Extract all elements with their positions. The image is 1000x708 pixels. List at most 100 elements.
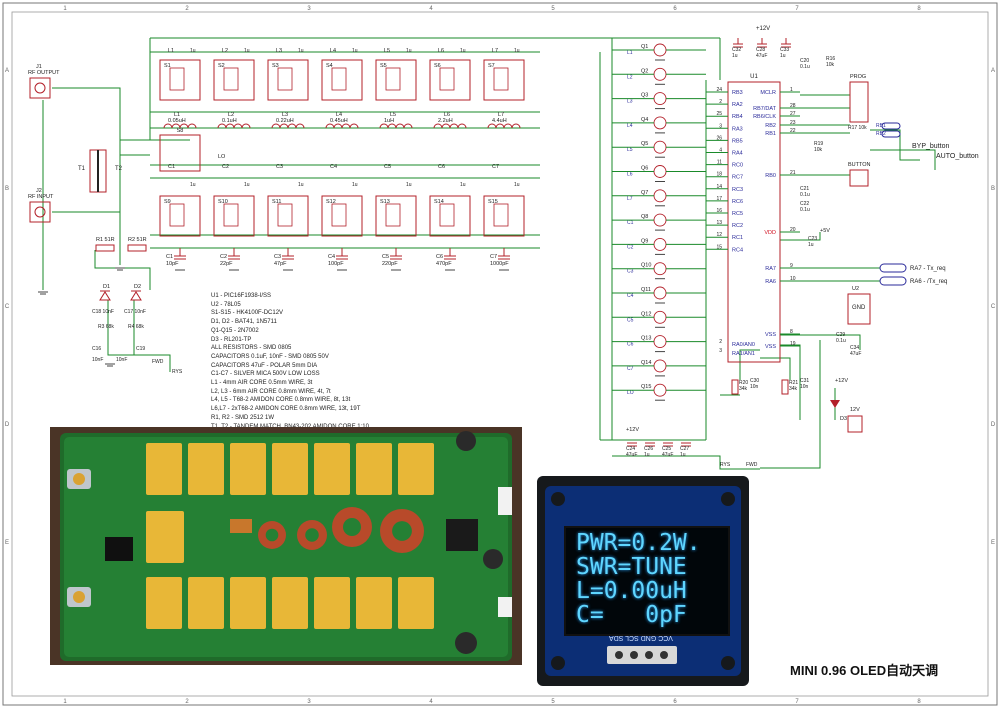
- relay-coil: [439, 203, 455, 227]
- oled-pcb: PWR=0.2W. SWR=TUNE L=0.00uH C= 0pF VCC G…: [545, 486, 741, 676]
- mcu-pin-name: RB5: [732, 138, 743, 144]
- diode-ref: D1: [103, 284, 110, 290]
- relay-photo: [272, 443, 308, 495]
- resistor-label: R3 68k: [98, 324, 114, 330]
- grid-row-label: D: [991, 422, 996, 428]
- capacitor-value: 47pF: [274, 261, 287, 267]
- mcu-pin-name: RA3: [732, 126, 743, 132]
- capacitor-ref: C1: [166, 254, 173, 260]
- inductor-value: 0.45uH: [330, 118, 348, 124]
- inductor-winding: [457, 123, 467, 129]
- resistor-value: 10k: [814, 147, 823, 153]
- line-ref: C1: [168, 164, 175, 170]
- mcu-pin-number: 25: [716, 111, 722, 117]
- mcu-pin-name: RB0: [765, 173, 776, 179]
- mcu-pin-number: 20: [790, 227, 796, 233]
- component-note: D3 - RL201-TP: [211, 336, 252, 343]
- inductor-value: 2.2uH: [438, 118, 453, 124]
- ra7-note: RA7 - Tx_req: [910, 266, 946, 272]
- inductor-ref: L4: [336, 112, 342, 118]
- mcu-pin-number: 16: [716, 208, 722, 214]
- line-ref: C2: [222, 164, 229, 170]
- grid-row-label: E: [5, 540, 9, 546]
- inductor-winding: [271, 123, 281, 129]
- resistor-ref: R21: [789, 380, 798, 386]
- transistor-line-label: C6: [627, 342, 634, 348]
- mcu-pin-name: MCLR: [760, 90, 776, 96]
- net-label: RYS: [720, 462, 731, 468]
- grid-col-label: 8: [917, 699, 921, 705]
- relay-ref: S10: [218, 199, 228, 205]
- inductor-ref: L7: [498, 112, 504, 118]
- mosfet: [653, 359, 667, 373]
- mosfet: [653, 67, 667, 81]
- grid-col-label: 8: [917, 6, 921, 12]
- resistor: [127, 244, 147, 252]
- relay-coil: [223, 67, 239, 91]
- toroid-photo-hole: [265, 528, 279, 542]
- relay: [429, 195, 471, 237]
- transistor-line-label: L3: [627, 99, 633, 105]
- mcu-pin-number: 14: [716, 184, 722, 190]
- inductor-value: 0.1uH: [222, 118, 237, 124]
- relay-ref: S11: [272, 199, 281, 205]
- grid-row-label: A: [991, 68, 995, 74]
- transistor-ref: Q3: [641, 93, 648, 99]
- grid-col-label: 1: [63, 6, 67, 12]
- line-ref: L7: [492, 48, 498, 54]
- mcu-pin-number: 1: [790, 87, 793, 93]
- inductor-winding: [163, 123, 173, 129]
- relay-photo: [272, 577, 308, 629]
- cap-value: 1u: [298, 182, 304, 188]
- toroid-photo-hole: [392, 521, 412, 541]
- grid-col-label: 4: [429, 699, 433, 705]
- capacitor-value: 1000pF: [490, 261, 509, 267]
- transistor-ref: Q4: [641, 117, 648, 123]
- prog-header: [849, 81, 869, 123]
- inductor-winding: [487, 123, 497, 129]
- inductor-ref: L1: [174, 112, 180, 118]
- relay-ref: S13: [380, 199, 390, 205]
- board-illustration: [50, 427, 522, 665]
- rf-connector: [29, 201, 51, 223]
- mosfet: [653, 383, 667, 397]
- relay: [213, 195, 255, 237]
- jumper: [881, 122, 901, 130]
- inductor-winding: [325, 123, 335, 129]
- mosfet: [653, 140, 667, 154]
- mcu-pin-number: 17: [716, 196, 722, 202]
- grid-row-label: B: [5, 186, 9, 192]
- relay: [375, 195, 417, 237]
- oled-swr-line: SWR=TUNE: [576, 554, 687, 580]
- capacitor-value: 10n: [750, 384, 759, 390]
- relay-ref: S6: [434, 63, 441, 69]
- relay: [321, 59, 363, 101]
- transistor-ref: Q1: [641, 44, 648, 50]
- inductor-ref: L5: [390, 112, 396, 118]
- line-ref: C5: [384, 164, 391, 170]
- relay-photo: [356, 577, 392, 629]
- supply-label: +12V: [756, 26, 770, 32]
- mosfet: [653, 310, 667, 324]
- mcu-pin-name: RB6/CLK: [753, 114, 776, 120]
- byp-button-label: BYP_button: [912, 143, 949, 150]
- toroid-photo-hole: [305, 528, 319, 542]
- mcu-pin-name: RB3: [732, 90, 743, 96]
- grid-col-label: 5: [551, 6, 555, 12]
- mcu-pin-number: 3: [719, 123, 722, 129]
- mcu-pin-number: 12: [716, 232, 722, 238]
- capacitor-ref: C34: [850, 345, 859, 351]
- relay-photo: [314, 443, 350, 495]
- relay-coil: [439, 67, 455, 91]
- relay: [159, 134, 201, 172]
- cap-label: 10nF: [92, 357, 103, 363]
- power-label: 12V: [850, 407, 860, 413]
- cap-value: 1u: [190, 182, 196, 188]
- jumper: [881, 130, 901, 138]
- relay-photo: [146, 511, 184, 563]
- button-label: BUTTON: [848, 162, 871, 168]
- inductor-winding: [187, 123, 197, 129]
- component-note: U2 - 78L05: [211, 301, 241, 308]
- mosfet: [653, 262, 667, 276]
- cap-value: 1u: [406, 48, 412, 54]
